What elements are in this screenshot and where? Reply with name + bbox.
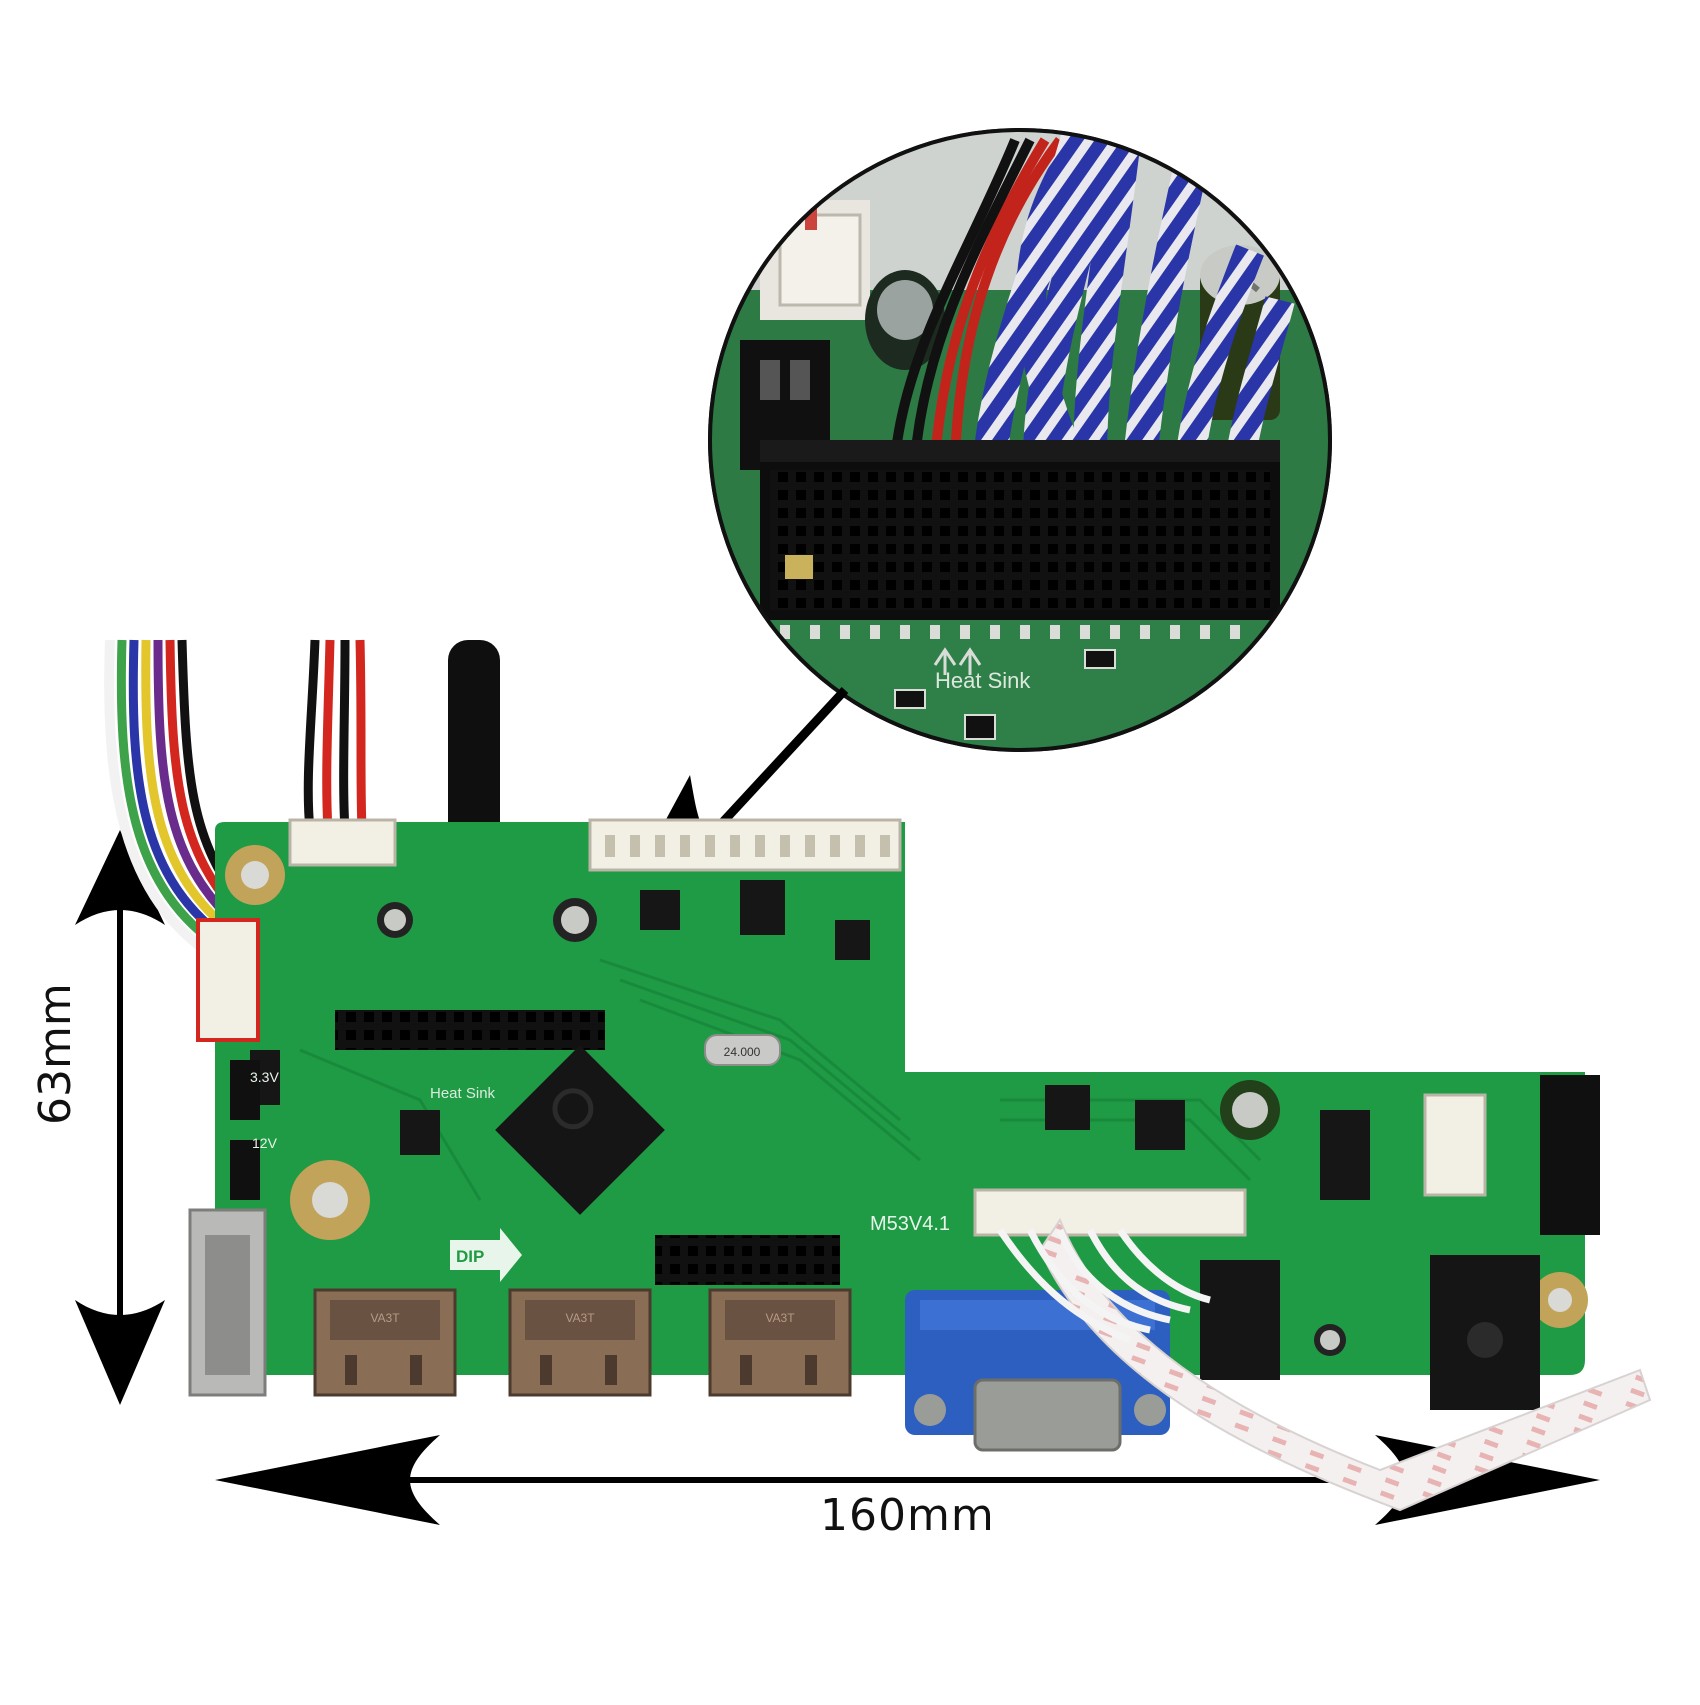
board-heat-sink-label: Heat Sink <box>430 1085 496 1102</box>
svg-text:VA3T: VA3T <box>370 1311 400 1325</box>
height-dimension-label: 63mm <box>30 983 81 1125</box>
hdmi-port-2: VA3T <box>508 1288 652 1397</box>
hdmi-port-3: VA3T <box>708 1288 852 1397</box>
width-dimension-label: 160mm <box>820 1490 995 1541</box>
zoom-detail-circle: Heat Sink <box>708 128 1332 752</box>
height-dimension-arrow <box>75 830 165 1405</box>
board-model-label: M53V4.1 <box>870 1213 950 1235</box>
board-12v-label: 12V <box>252 1135 278 1151</box>
hdmi-port-1: VA3T <box>313 1288 457 1397</box>
cable-power-4pin <box>303 639 367 831</box>
vga-port <box>905 1290 1170 1452</box>
crystal-label: 24.000 <box>724 1045 761 1059</box>
zoom-heat-sink-label: Heat Sink <box>935 668 1031 693</box>
dip-label: DIP <box>456 1247 484 1266</box>
ffc-ribbon-cable <box>997 1217 1652 1512</box>
cable-bundle-left <box>104 639 250 965</box>
svg-text:VA3T: VA3T <box>765 1311 795 1325</box>
usb-port <box>188 1208 267 1397</box>
board-3v3-label: 3.3V <box>250 1069 279 1085</box>
svg-text:VA3T: VA3T <box>565 1311 595 1325</box>
pcb-board: 24.000 M53V4.1 Heat Sink 12V 3.3V DIP VA… <box>188 818 1600 1452</box>
